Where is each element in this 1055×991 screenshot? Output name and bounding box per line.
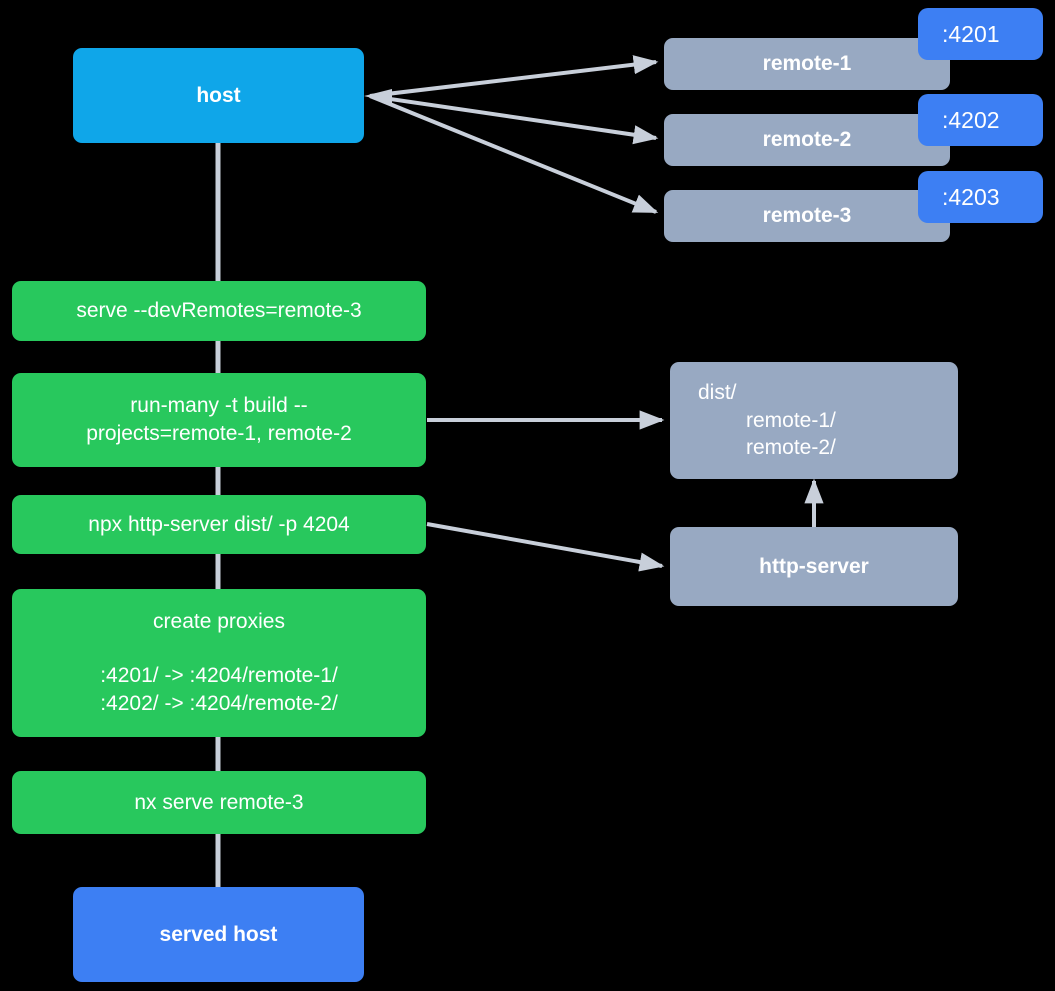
node-command-serve-dev-remotes[interactable]: serve --devRemotes=remote-3	[12, 281, 426, 341]
command-create-proxies-line-2: :4202/ -> :4204/remote-2/	[100, 691, 338, 715]
node-remote-3-label: remote-3	[762, 204, 852, 228]
command-npx-http-server-label: npx http-server dist/ -p 4204	[88, 512, 350, 536]
node-command-npx-http-server[interactable]: npx http-server dist/ -p 4204	[12, 495, 426, 554]
dist-folder-line-2: remote-1/	[746, 408, 836, 432]
dist-folder-line-3: remote-2/	[746, 436, 836, 460]
command-run-many-line-1: run-many -t build --	[130, 394, 308, 418]
node-host-label: host	[196, 83, 241, 107]
port-badge-remote-3[interactable]: :4203	[918, 171, 1043, 223]
dist-folder-lines: dist/ remote-1/ remote-2/	[670, 379, 958, 463]
port-badge-remote-3-label: :4203	[942, 183, 1000, 210]
node-http-server-label: http-server	[759, 554, 869, 578]
command-serve-dev-remotes-label: serve --devRemotes=remote-3	[76, 299, 362, 323]
node-remote-2-label: remote-2	[762, 128, 852, 152]
edge-host-to-remotes	[364, 55, 659, 214]
node-remote-1-label: remote-1	[762, 52, 852, 76]
port-badge-remote-2-label: :4202	[942, 106, 1000, 133]
node-served-host-label: served host	[159, 922, 278, 946]
edge-npx-to-http-server	[426, 522, 665, 572]
node-http-server[interactable]: http-server	[670, 527, 958, 606]
node-host[interactable]: host	[73, 48, 364, 143]
node-command-nx-serve-remote-3[interactable]: nx serve remote-3	[12, 771, 426, 834]
command-nx-serve-remote-3-label: nx serve remote-3	[134, 790, 304, 814]
command-run-many-line-2: projects=remote-1, remote-2	[86, 422, 352, 445]
node-remote-1[interactable]: remote-1	[664, 38, 950, 90]
dist-folder-line-1: dist/	[698, 380, 737, 404]
node-command-create-proxies[interactable]: create proxies :4201/ -> :4204/remote-1/…	[12, 589, 426, 737]
port-badge-remote-2[interactable]: :4202	[918, 94, 1043, 146]
command-create-proxies-line-1: :4201/ -> :4204/remote-1/	[100, 664, 338, 688]
node-command-run-many[interactable]: run-many -t build -- projects=remote-1, …	[12, 373, 426, 467]
port-badge-remote-1-label: :4201	[942, 20, 1000, 47]
node-remote-2[interactable]: remote-2	[664, 114, 950, 166]
node-served-host[interactable]: served host	[73, 887, 364, 982]
command-create-proxies-title: create proxies	[153, 610, 285, 634]
port-badge-remote-1[interactable]: :4201	[918, 8, 1043, 60]
node-remote-3[interactable]: remote-3	[664, 190, 950, 242]
node-dist-folder[interactable]: dist/ remote-1/ remote-2/	[670, 362, 958, 479]
